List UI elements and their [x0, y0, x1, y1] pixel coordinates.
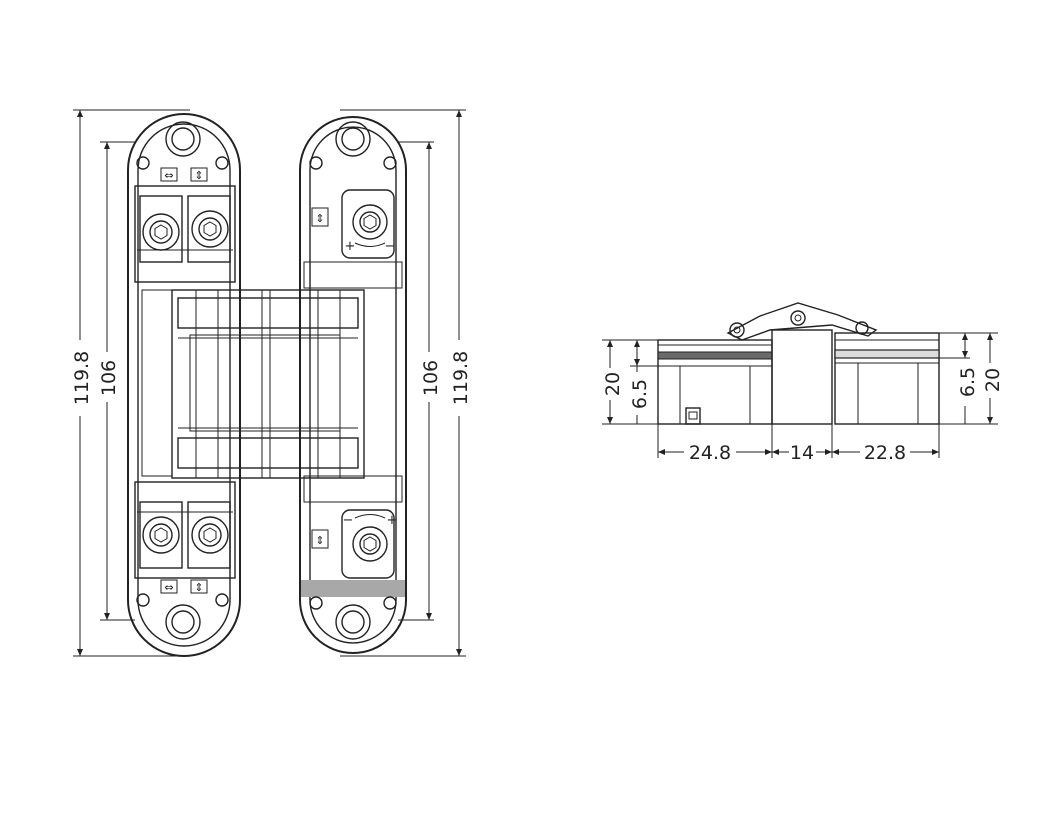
- dim-left-outer: 119.8: [71, 351, 93, 405]
- depth-adjust-icon-bottom: ⇕: [315, 534, 324, 547]
- side-dimensions: 20 6.5 6.5 20 24.8 14 22.8: [602, 332, 1004, 464]
- side-view: 20 6.5 6.5 20 24.8 14 22.8: [602, 302, 1004, 464]
- front-view: ⇔ ⇕: [71, 109, 472, 657]
- left-leaf: ⇔ ⇕: [127, 113, 241, 657]
- hinge-linkage: [171, 289, 365, 479]
- depth-plus-label-bottom: +: [387, 513, 398, 528]
- gray-band: [301, 580, 405, 597]
- horizontal-adjust-icon-bottom: ⇔: [164, 581, 173, 594]
- dim-side-depth-left: 6.5: [629, 379, 651, 409]
- dim-side-width-left: 24.8: [689, 442, 731, 464]
- front-dimensions: 119.8 106 106 119.8: [71, 109, 472, 657]
- depth-minus-label-bottom: −: [343, 513, 354, 528]
- right-leaf: ⇕ + − ⇕ − +: [299, 116, 407, 654]
- dim-left-inner: 106: [98, 360, 120, 396]
- vertical-adjust-icon-bottom: ⇕: [194, 581, 203, 594]
- dim-side-depth-right: 6.5: [957, 367, 979, 397]
- dim-side-height-left: 20: [602, 372, 624, 396]
- dim-right-inner: 106: [420, 360, 442, 396]
- dim-right-outer: 119.8: [450, 351, 472, 405]
- depth-plus-label: +: [345, 239, 356, 254]
- side-left-body: [657, 339, 773, 425]
- vertical-adjust-icon: ⇕: [194, 169, 203, 182]
- dim-side-width-right: 22.8: [864, 442, 906, 464]
- dim-side-width-mid: 14: [790, 442, 814, 464]
- horizontal-adjust-icon: ⇔: [164, 169, 173, 182]
- side-right-body: [834, 332, 940, 425]
- dim-side-height-right: 20: [982, 368, 1004, 392]
- depth-minus-label: −: [385, 239, 396, 254]
- depth-adjust-icon: ⇕: [315, 212, 324, 225]
